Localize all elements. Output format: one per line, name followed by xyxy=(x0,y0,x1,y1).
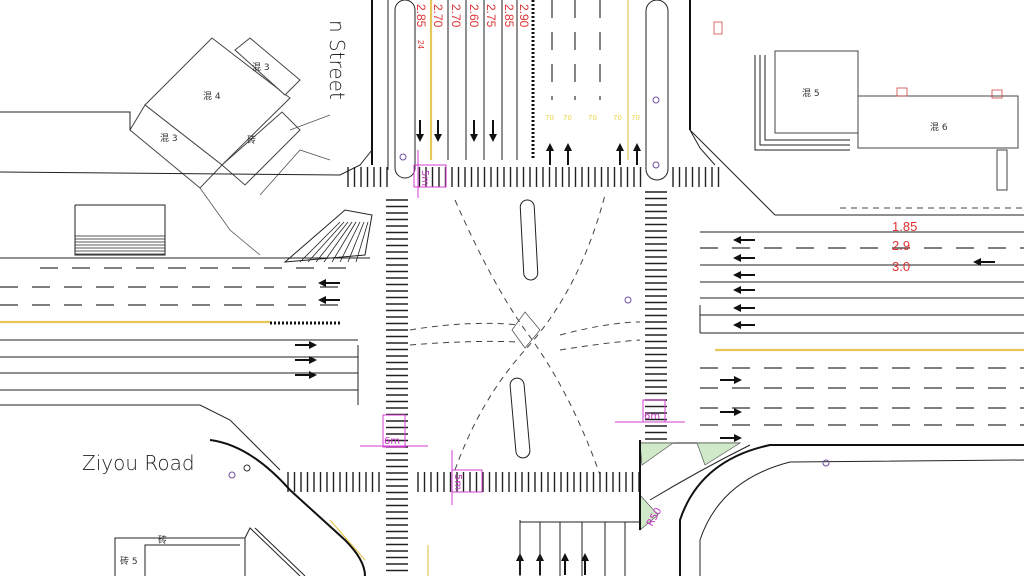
north-approach xyxy=(0,0,716,181)
building-6 xyxy=(857,95,1019,149)
hatch-line xyxy=(307,221,345,263)
label-building-6: 混 6 xyxy=(930,122,948,133)
lane-arrow-left-icon xyxy=(733,321,755,329)
lane-arrow-right-icon xyxy=(295,371,317,379)
hatch-line xyxy=(323,221,353,263)
building-group-ne xyxy=(713,21,1019,191)
lane-arrow-up-icon xyxy=(633,143,641,165)
lane-arrow-right-icon xyxy=(295,356,317,364)
manhole-icon xyxy=(652,161,660,169)
lane-arrow-up-icon xyxy=(546,143,554,165)
dim-west-crosswalk: 6m xyxy=(384,436,400,447)
lane-arrow-right-icon xyxy=(720,376,742,384)
label-building-small: 砖 xyxy=(247,134,256,146)
lane-arrow-right-icon xyxy=(295,341,317,349)
green-island xyxy=(639,442,675,466)
manhole-icon xyxy=(228,471,236,479)
green-island xyxy=(696,442,742,466)
label-building-5: 混 5 xyxy=(802,88,820,99)
label-building-3-top: 混 3 xyxy=(252,62,270,73)
hatch-line xyxy=(355,221,369,263)
lane-width-3: 2.70 xyxy=(449,4,463,28)
label-building-sw-top: 砖 xyxy=(158,534,167,546)
lane-width-2: 2.70 xyxy=(431,4,445,28)
building-group-sw xyxy=(114,527,306,576)
dimension-markers xyxy=(360,150,685,505)
building-group-nw xyxy=(0,37,331,256)
lane-arrows xyxy=(295,120,995,575)
hatch-line xyxy=(299,221,341,263)
crosswalk-west xyxy=(386,199,408,572)
lane-arrow-up-icon xyxy=(581,553,589,575)
dim-north-crosswalk: 5m xyxy=(419,170,430,186)
lane-arrow-down-icon xyxy=(416,120,424,142)
manhole-icon xyxy=(624,296,632,304)
lane-arrow-up-icon xyxy=(616,143,624,165)
east-lane-width-3: 3.0 xyxy=(892,259,910,274)
guide-lines xyxy=(409,194,641,476)
east-approach xyxy=(639,129,1024,576)
lane-arrow-left-icon xyxy=(973,258,995,266)
lane-mark-1: 70 xyxy=(545,114,554,122)
manhole-icons xyxy=(228,96,830,479)
hatch-line xyxy=(347,221,365,263)
label-building-sw: 砖 5 xyxy=(120,555,138,567)
dim-east-crosswalk: 6m xyxy=(644,411,660,422)
manhole-icon xyxy=(652,96,660,104)
east-lane-width-2: 2.9 xyxy=(892,238,910,253)
lane-arrow-down-icon xyxy=(470,120,478,142)
label-building-3-left: 混 3 xyxy=(160,133,178,144)
manhole-icon xyxy=(399,153,407,161)
lane-width-4: 2.60 xyxy=(467,4,481,28)
lane-arrow-left-icon xyxy=(733,286,755,294)
lane-mark-3: 70 xyxy=(588,114,597,122)
building-3-top xyxy=(234,37,301,96)
building-small xyxy=(221,111,301,186)
lane-mark-4: 70 xyxy=(613,114,622,122)
dim-south-crosswalk: 5m xyxy=(452,474,463,490)
steps xyxy=(75,235,165,255)
building-5 xyxy=(774,50,859,134)
hatch-line xyxy=(331,221,357,263)
north-street-label: n Street xyxy=(325,20,349,100)
east-lane-width-1: 1.85 xyxy=(892,219,917,234)
lane-arrow-down-icon xyxy=(489,120,497,142)
lane-arrow-left-icon xyxy=(733,254,755,262)
lane-arrow-up-icon xyxy=(564,143,572,165)
ziyou-road-label: Ziyou Road xyxy=(82,451,195,475)
median-island xyxy=(645,0,669,181)
hatched-island xyxy=(299,221,369,263)
lane-arrow-up-icon xyxy=(561,553,569,575)
lane-mark-2: 70 xyxy=(563,114,572,122)
lane-arrow-right-icon xyxy=(720,434,742,442)
west-approach xyxy=(0,209,373,576)
manhole-icon xyxy=(243,464,251,472)
lane-width-6: 2.85 xyxy=(502,4,516,28)
lane-arrow-left-icon xyxy=(733,304,755,312)
lane-width-1: 2.85 xyxy=(414,4,428,28)
lane-width-5: 2.75 xyxy=(484,4,498,28)
lane-arrow-left-icon xyxy=(318,279,340,287)
south-approach xyxy=(427,440,641,576)
median-island xyxy=(394,0,416,179)
label-building-4: 混 4 xyxy=(203,91,221,102)
lane-arrow-left-icon xyxy=(733,271,755,279)
lane-arrow-down-icon xyxy=(434,120,442,142)
crosswalk-south xyxy=(287,472,640,492)
hatch-line xyxy=(339,221,361,263)
lane-arrow-right-icon xyxy=(720,408,742,416)
lane-arrow-left-icon xyxy=(733,236,755,244)
crosswalk-north xyxy=(347,167,720,187)
lane-mark-5: 70 xyxy=(631,114,640,122)
north-lane-widths: 2.85 2.70 2.70 2.60 2.75 2.85 2.90 24 xyxy=(414,4,531,49)
lane-width-small: 24 xyxy=(416,40,425,49)
lane-width-7: 2.90 xyxy=(517,4,531,28)
lane-arrow-left-icon xyxy=(318,296,340,304)
crosswalk-east xyxy=(645,191,667,440)
hatch-line xyxy=(315,221,349,263)
manhole-icon xyxy=(822,459,830,467)
